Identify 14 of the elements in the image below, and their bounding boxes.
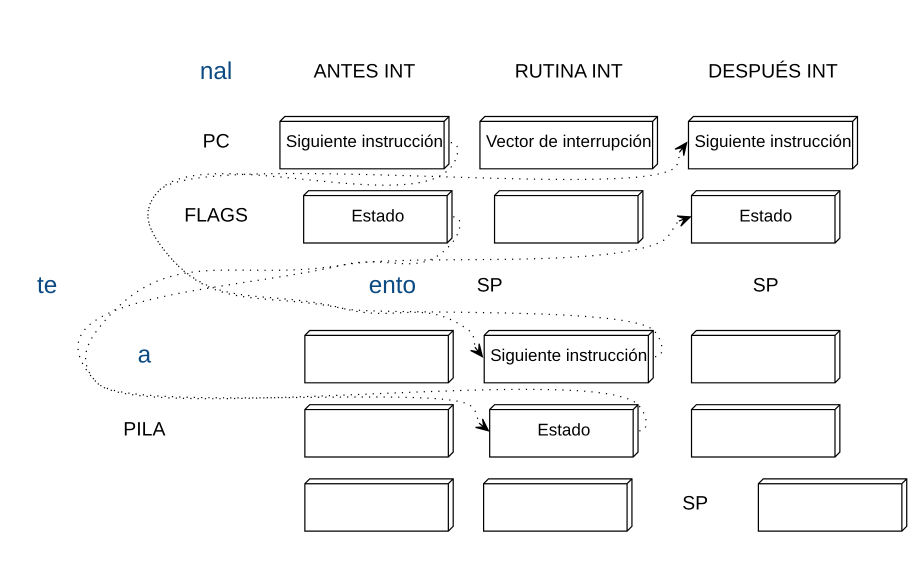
- label: PILA: [122, 418, 165, 440]
- label: RUTINA INT: [514, 60, 622, 82]
- arrow: [146, 142, 482, 357]
- label: SP: [752, 274, 778, 296]
- label: FLAGS: [184, 204, 248, 226]
- label: SP: [682, 492, 708, 514]
- label: nal: [199, 57, 232, 84]
- label: SP: [476, 274, 502, 296]
- label: ANTES INT: [313, 60, 415, 82]
- label: ento: [368, 271, 416, 298]
- label: te: [36, 271, 57, 298]
- label: PC: [202, 130, 230, 152]
- label: a: [137, 341, 151, 368]
- label: DESPUÉS INT: [708, 60, 838, 82]
